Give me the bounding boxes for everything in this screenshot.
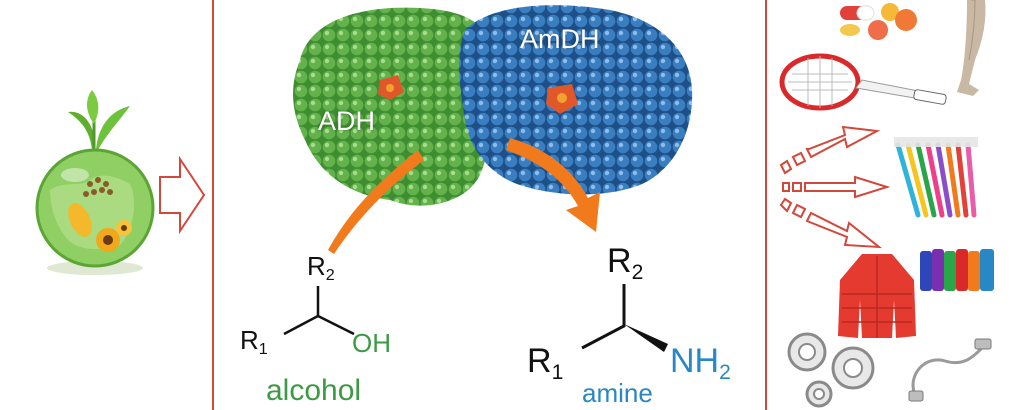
alcohol-to-adh-arrow — [328, 150, 424, 254]
amine-nh2: NH2 — [670, 342, 731, 384]
tennis-racket-icon — [779, 53, 947, 111]
product-arrows — [779, 125, 891, 249]
toothbrushes-icon — [894, 137, 978, 218]
green-earth-biomass-icon — [35, 90, 155, 275]
amdh-label: AmDH — [520, 24, 600, 54]
jacket-icon — [838, 254, 916, 338]
amine-r2: R2 — [607, 242, 644, 284]
right-panel-border — [765, 0, 767, 410]
amine-bonds — [581, 284, 668, 352]
left-panel-border — [212, 0, 214, 410]
alcohol-r2: R2 — [307, 251, 335, 285]
usb-cable-icon — [908, 338, 992, 402]
alcohol-r1: R1 — [240, 325, 268, 359]
amine-r1: R1 — [527, 342, 564, 384]
pills-icon — [840, 3, 917, 40]
alcohol-bonds — [283, 286, 355, 336]
amdh-to-amine-arrow — [506, 138, 600, 232]
amine-label: amine — [582, 378, 653, 408]
tights-icon — [957, 0, 986, 96]
thread-spools-icon — [920, 249, 994, 291]
flow-arrows — [328, 138, 600, 254]
alcohol-oh: OH — [352, 328, 391, 358]
hollow-arrow-icon — [159, 155, 206, 235]
bearings-icon — [787, 332, 875, 408]
alcohol-label: alcohol — [266, 374, 362, 407]
adh-label: ADH — [318, 106, 376, 136]
